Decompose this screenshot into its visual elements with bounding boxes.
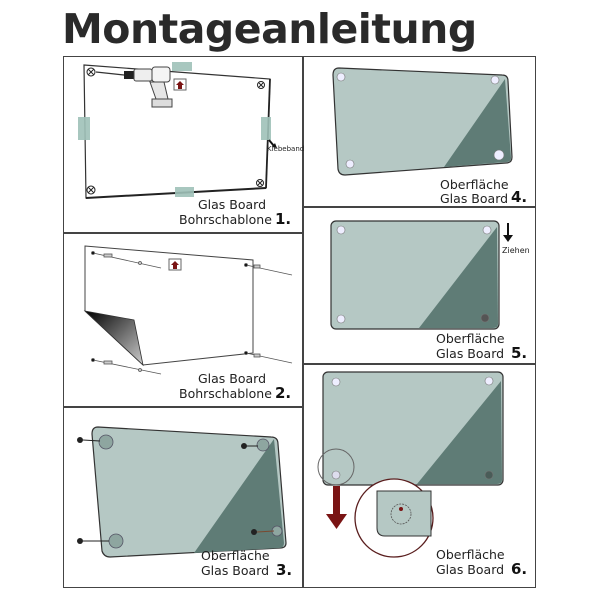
template-peel-illustration (83, 245, 293, 375)
step-3-panel: Oberfläche Glas Board 3. (64, 407, 302, 587)
step-1-caption-line2: Bohrschablone (179, 212, 272, 227)
drilling-template-illustration (78, 62, 277, 199)
step-1-panel: Klebeband Glas Board Bohrschablone 1. (64, 57, 305, 232)
step-2-caption-line2: Bohrschablone (179, 386, 272, 401)
step-3-number: 3. (276, 561, 293, 579)
step-4-panel: Oberfläche Glas Board 4. (303, 57, 536, 206)
column-divider (302, 56, 304, 588)
screw-icons (77, 437, 275, 544)
row-divider (302, 206, 536, 208)
row-divider (63, 232, 303, 234)
step-6-panel: Oberfläche Glas Board 6. (303, 364, 536, 587)
step-4-caption-line2: Glas Board (440, 191, 509, 206)
step-5-number: 5. (511, 344, 528, 362)
standoff-cap-icons (336, 72, 505, 169)
tape-strips (78, 62, 271, 197)
pull-label: Ziehen (502, 246, 530, 255)
step-6-number: 6. (511, 560, 528, 578)
step-5-caption-line1: Oberfläche (436, 331, 505, 346)
step-1-caption-line1: Glas Board (197, 197, 267, 212)
glass-board-pull-illustration (330, 220, 513, 330)
down-arrow-red-icon (326, 486, 347, 529)
drill-icon (95, 66, 173, 108)
step-5-panel: Ziehen Oberfläche Glas Board 5. (303, 207, 536, 363)
tape-label: Klebeband (267, 145, 305, 153)
pointer-arrow-icon (268, 139, 277, 148)
standoff-cap-icons (336, 225, 492, 324)
keyhole-icons (331, 376, 494, 480)
row-divider (63, 406, 303, 408)
glass-board-mounting-illustration (77, 426, 287, 558)
glass-board-detail-illustration (317, 371, 504, 558)
up-arrow-icon (168, 258, 182, 271)
step-3-caption-line2: Glas Board (201, 563, 270, 578)
step-2-caption-line1: Glas Board (197, 371, 267, 386)
down-arrow-icon (503, 223, 513, 242)
step-6-caption-line1: Oberfläche (436, 547, 505, 562)
screw-mark-icon (86, 67, 265, 195)
magnified-keyhole-detail (354, 478, 434, 558)
step-4-number: 4. (511, 188, 528, 206)
step-4-caption-line1: Oberfläche (440, 177, 509, 192)
row-divider (302, 363, 536, 365)
screw-anchor-icons (91, 251, 293, 375)
mounting-hole-icons (98, 434, 283, 549)
step-6-caption-line2: Glas Board (436, 562, 505, 577)
page-title: Montageanleitung (62, 5, 477, 53)
step-2-panel: Glas Board Bohrschablone 2. (64, 233, 302, 406)
up-arrow-icon (173, 78, 187, 91)
glass-board-illustration (332, 67, 513, 176)
step-2-number: 2. (275, 384, 292, 402)
step-5-caption-line2: Glas Board (436, 346, 505, 361)
step-1-number: 1. (275, 210, 292, 228)
step-3-caption-line1: Oberfläche (201, 548, 270, 563)
instruction-grid (63, 56, 536, 588)
